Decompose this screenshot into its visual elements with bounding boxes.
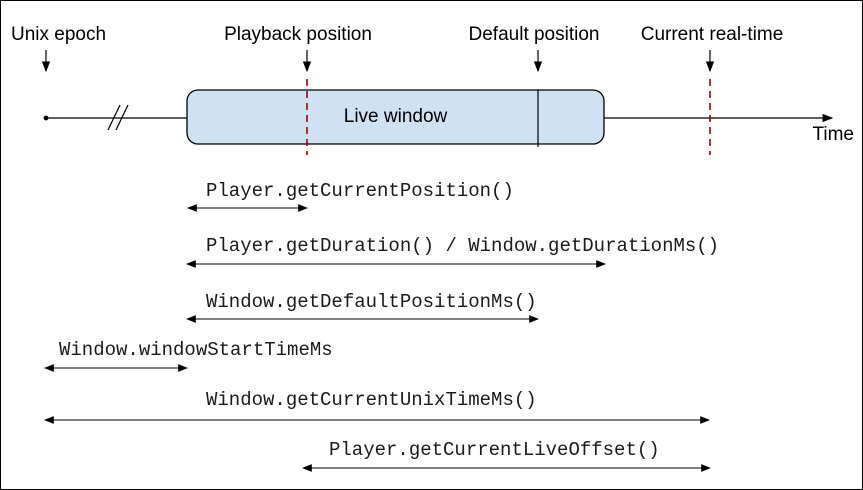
label-playback-position: Playback position: [224, 24, 372, 45]
measure-label-duration: Player.getDuration() / Window.getDuratio…: [206, 235, 720, 257]
timeline-break-icon: [107, 104, 129, 131]
measure-label-live-offset: Player.getCurrentLiveOffset(): [329, 439, 660, 461]
label-current-real-time: Current real-time: [640, 24, 784, 45]
time-axis-label: Time: [812, 124, 854, 145]
measure-label-window-start-time: Window.windowStartTimeMs: [59, 339, 333, 361]
measure-label-default-position: Window.getDefaultPositionMs(): [206, 291, 537, 313]
live-window-label: Live window: [343, 106, 448, 127]
measure-label-current-position: Player.getCurrentPosition(): [206, 180, 514, 202]
measure-label-current-unix-time: Window.getCurrentUnixTimeMs(): [206, 389, 537, 411]
label-default-position: Default position: [468, 24, 600, 45]
live-window-box: [186, 89, 605, 145]
label-unix-epoch: Unix epoch: [11, 24, 107, 45]
